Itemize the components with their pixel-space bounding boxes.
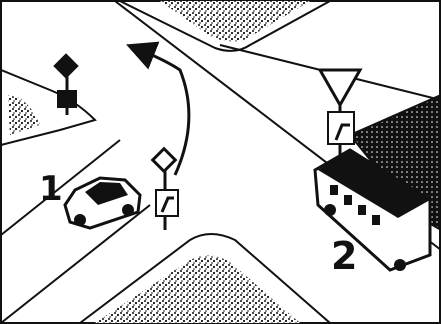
car-vehicle xyxy=(63,176,142,230)
vehicle-2-label: 2 xyxy=(331,234,358,278)
bottom-corner-block xyxy=(77,233,333,324)
priority-road-sign-center xyxy=(150,146,179,230)
priority-road-sign-left xyxy=(53,53,79,115)
bus-vehicle xyxy=(313,148,432,272)
turn-arrow xyxy=(126,41,191,176)
yield-sign xyxy=(317,68,363,160)
vehicle-1-label: 1 xyxy=(39,169,63,209)
top-corner-block xyxy=(119,0,331,52)
left-corner-block xyxy=(0,68,97,147)
